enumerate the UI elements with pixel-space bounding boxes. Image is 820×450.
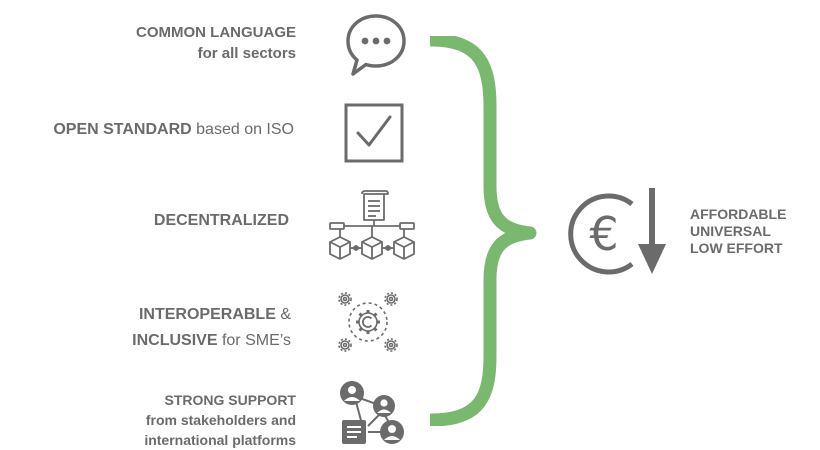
feature-decentralized-label: DECENTRALIZED xyxy=(153,212,289,229)
feature-strong-support-line3: international platforms xyxy=(144,432,296,448)
feature-interoperable-bold: INTEROPERABLE xyxy=(138,306,276,323)
feature-strong-support-line1: STRONG SUPPORT xyxy=(164,392,296,408)
feature-interoperable-normal: & xyxy=(275,306,291,323)
result-affordable: AFFORDABLE xyxy=(690,206,787,222)
result-text: AFFORDABLE UNIVERSAL LOW EFFORT xyxy=(690,206,786,257)
euro-down-icon: € xyxy=(552,184,672,284)
feature-open-standard-normal: based on ISO xyxy=(191,121,294,138)
svg-text:€: € xyxy=(589,207,618,261)
feature-common-language-line2: for all sectors xyxy=(197,45,296,62)
feature-open-standard: OPEN STANDARD based on ISO xyxy=(53,119,294,141)
checkbox-icon xyxy=(344,103,404,163)
feature-inclusive-normal: for SME’s xyxy=(217,332,291,349)
feature-open-standard-bold: OPEN STANDARD xyxy=(53,121,192,138)
speech-bubble-icon xyxy=(344,10,408,78)
result-universal: UNIVERSAL xyxy=(690,223,771,239)
feature-common-language: COMMON LANGUAGE for all sectors xyxy=(136,22,296,64)
network-blocks-icon xyxy=(326,190,418,266)
feature-inclusive-bold: INCLUSIVE xyxy=(132,332,218,349)
gears-icon xyxy=(337,291,399,353)
feature-inclusive-line2: INCLUSIVE for SME’s xyxy=(132,328,291,354)
feature-interoperable: INTEROPERABLE & INCLUSIVE for SME’s xyxy=(132,302,291,354)
curly-brace xyxy=(430,36,540,426)
feature-strong-support-line2: from stakeholders and xyxy=(145,412,296,428)
feature-decentralized: DECENTRALIZED xyxy=(154,210,289,232)
stakeholders-icon xyxy=(338,380,408,448)
result-low-effort: LOW EFFORT xyxy=(690,240,783,256)
feature-strong-support: STRONG SUPPORT from stakeholders and int… xyxy=(144,390,296,450)
feature-interoperable-line1: INTEROPERABLE & xyxy=(132,302,291,328)
feature-common-language-line1: COMMON LANGUAGE xyxy=(136,24,296,41)
